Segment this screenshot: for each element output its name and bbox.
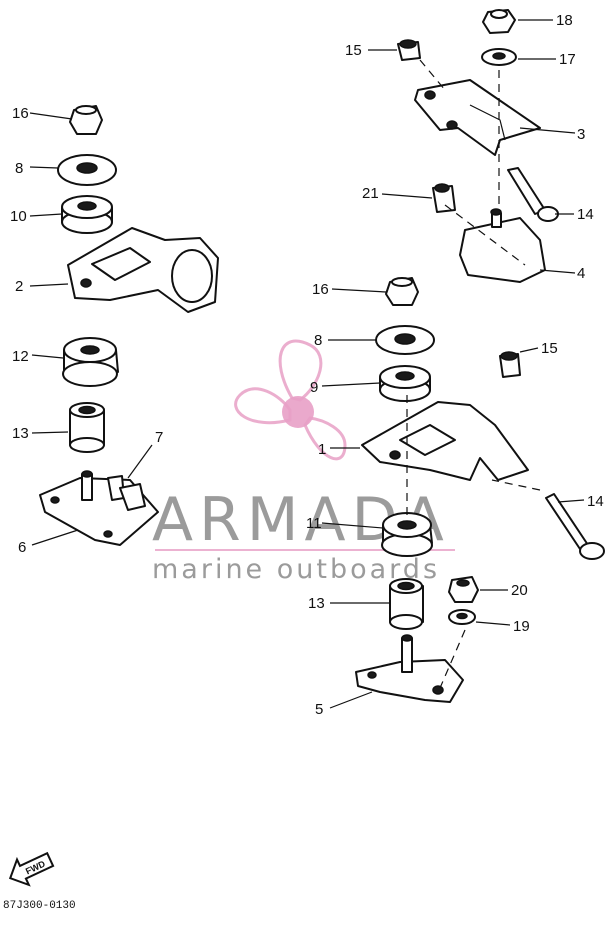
part-16-nut — [69, 105, 103, 135]
part-19-washer — [448, 609, 476, 625]
leader-lines — [29, 19, 585, 709]
callout-3: 3 — [577, 126, 585, 143]
part-13-collar-lower — [389, 578, 424, 630]
part-15-collar-lower — [499, 351, 521, 378]
part-14-bolt-lower — [545, 493, 605, 560]
part-3-bracket — [414, 79, 541, 156]
callout-11: 11 — [306, 515, 322, 532]
fwd-arrow-icon: FWD — [8, 851, 55, 887]
part-8-washer-lower — [375, 325, 435, 355]
callout-6: 6 — [18, 539, 26, 556]
callout-7: 7 — [155, 429, 163, 446]
callout-1: 1 — [318, 441, 326, 458]
part-16-nut-lower — [385, 277, 419, 306]
part-5-plate — [355, 634, 464, 703]
callout-20: 20 — [511, 582, 528, 599]
callout-2: 2 — [15, 278, 23, 295]
callout-5: 5 — [315, 701, 323, 718]
part-10-spacer — [61, 195, 113, 234]
callout-13-left: 13 — [12, 425, 29, 442]
callout-13-right: 13 — [308, 595, 325, 612]
part-4-mount — [459, 208, 546, 283]
diagram-reference: 87J300-0130 — [3, 900, 76, 912]
part-2-bracket — [67, 227, 219, 313]
part-20-nut — [448, 576, 479, 603]
part-12-rubber-mount — [62, 337, 119, 387]
part-9-spacer — [379, 365, 431, 402]
callout-9: 9 — [310, 379, 318, 396]
part-11-rubber-mount — [381, 512, 433, 557]
callout-8-right: 8 — [314, 332, 322, 349]
part-21-collar — [432, 183, 456, 213]
callout-labels: 18 17 15 3 21 14 4 16 8 10 2 12 13 7 6 1… — [10, 12, 604, 718]
callout-8-left: 8 — [15, 160, 23, 177]
part-14-bolt — [507, 167, 559, 222]
armada-logo: ARMADA marine outboards — [152, 339, 455, 585]
part-17-washer — [481, 48, 517, 66]
callout-21: 21 — [362, 185, 379, 202]
callout-14-right: 14 — [587, 493, 604, 510]
callout-16-left: 16 — [12, 105, 29, 122]
propeller-icon — [234, 339, 347, 461]
callout-19: 19 — [513, 618, 530, 635]
part-1-bracket — [361, 401, 529, 481]
callout-15-right: 15 — [541, 340, 558, 357]
part-15-collar — [397, 39, 421, 61]
callout-17: 17 — [559, 51, 576, 68]
callout-18: 18 — [556, 12, 573, 29]
watermark-tagline: marine outboards — [152, 554, 440, 585]
part-18-nut — [482, 9, 516, 34]
callout-16-right: 16 — [312, 281, 329, 298]
part-7-clip — [107, 475, 146, 511]
part-8-washer — [57, 154, 117, 186]
callout-15-top: 15 — [345, 42, 362, 59]
callout-12: 12 — [12, 348, 29, 365]
part-13-collar — [69, 402, 105, 453]
callout-10: 10 — [10, 208, 27, 225]
callout-4: 4 — [577, 265, 585, 282]
callout-14-top: 14 — [577, 206, 594, 223]
